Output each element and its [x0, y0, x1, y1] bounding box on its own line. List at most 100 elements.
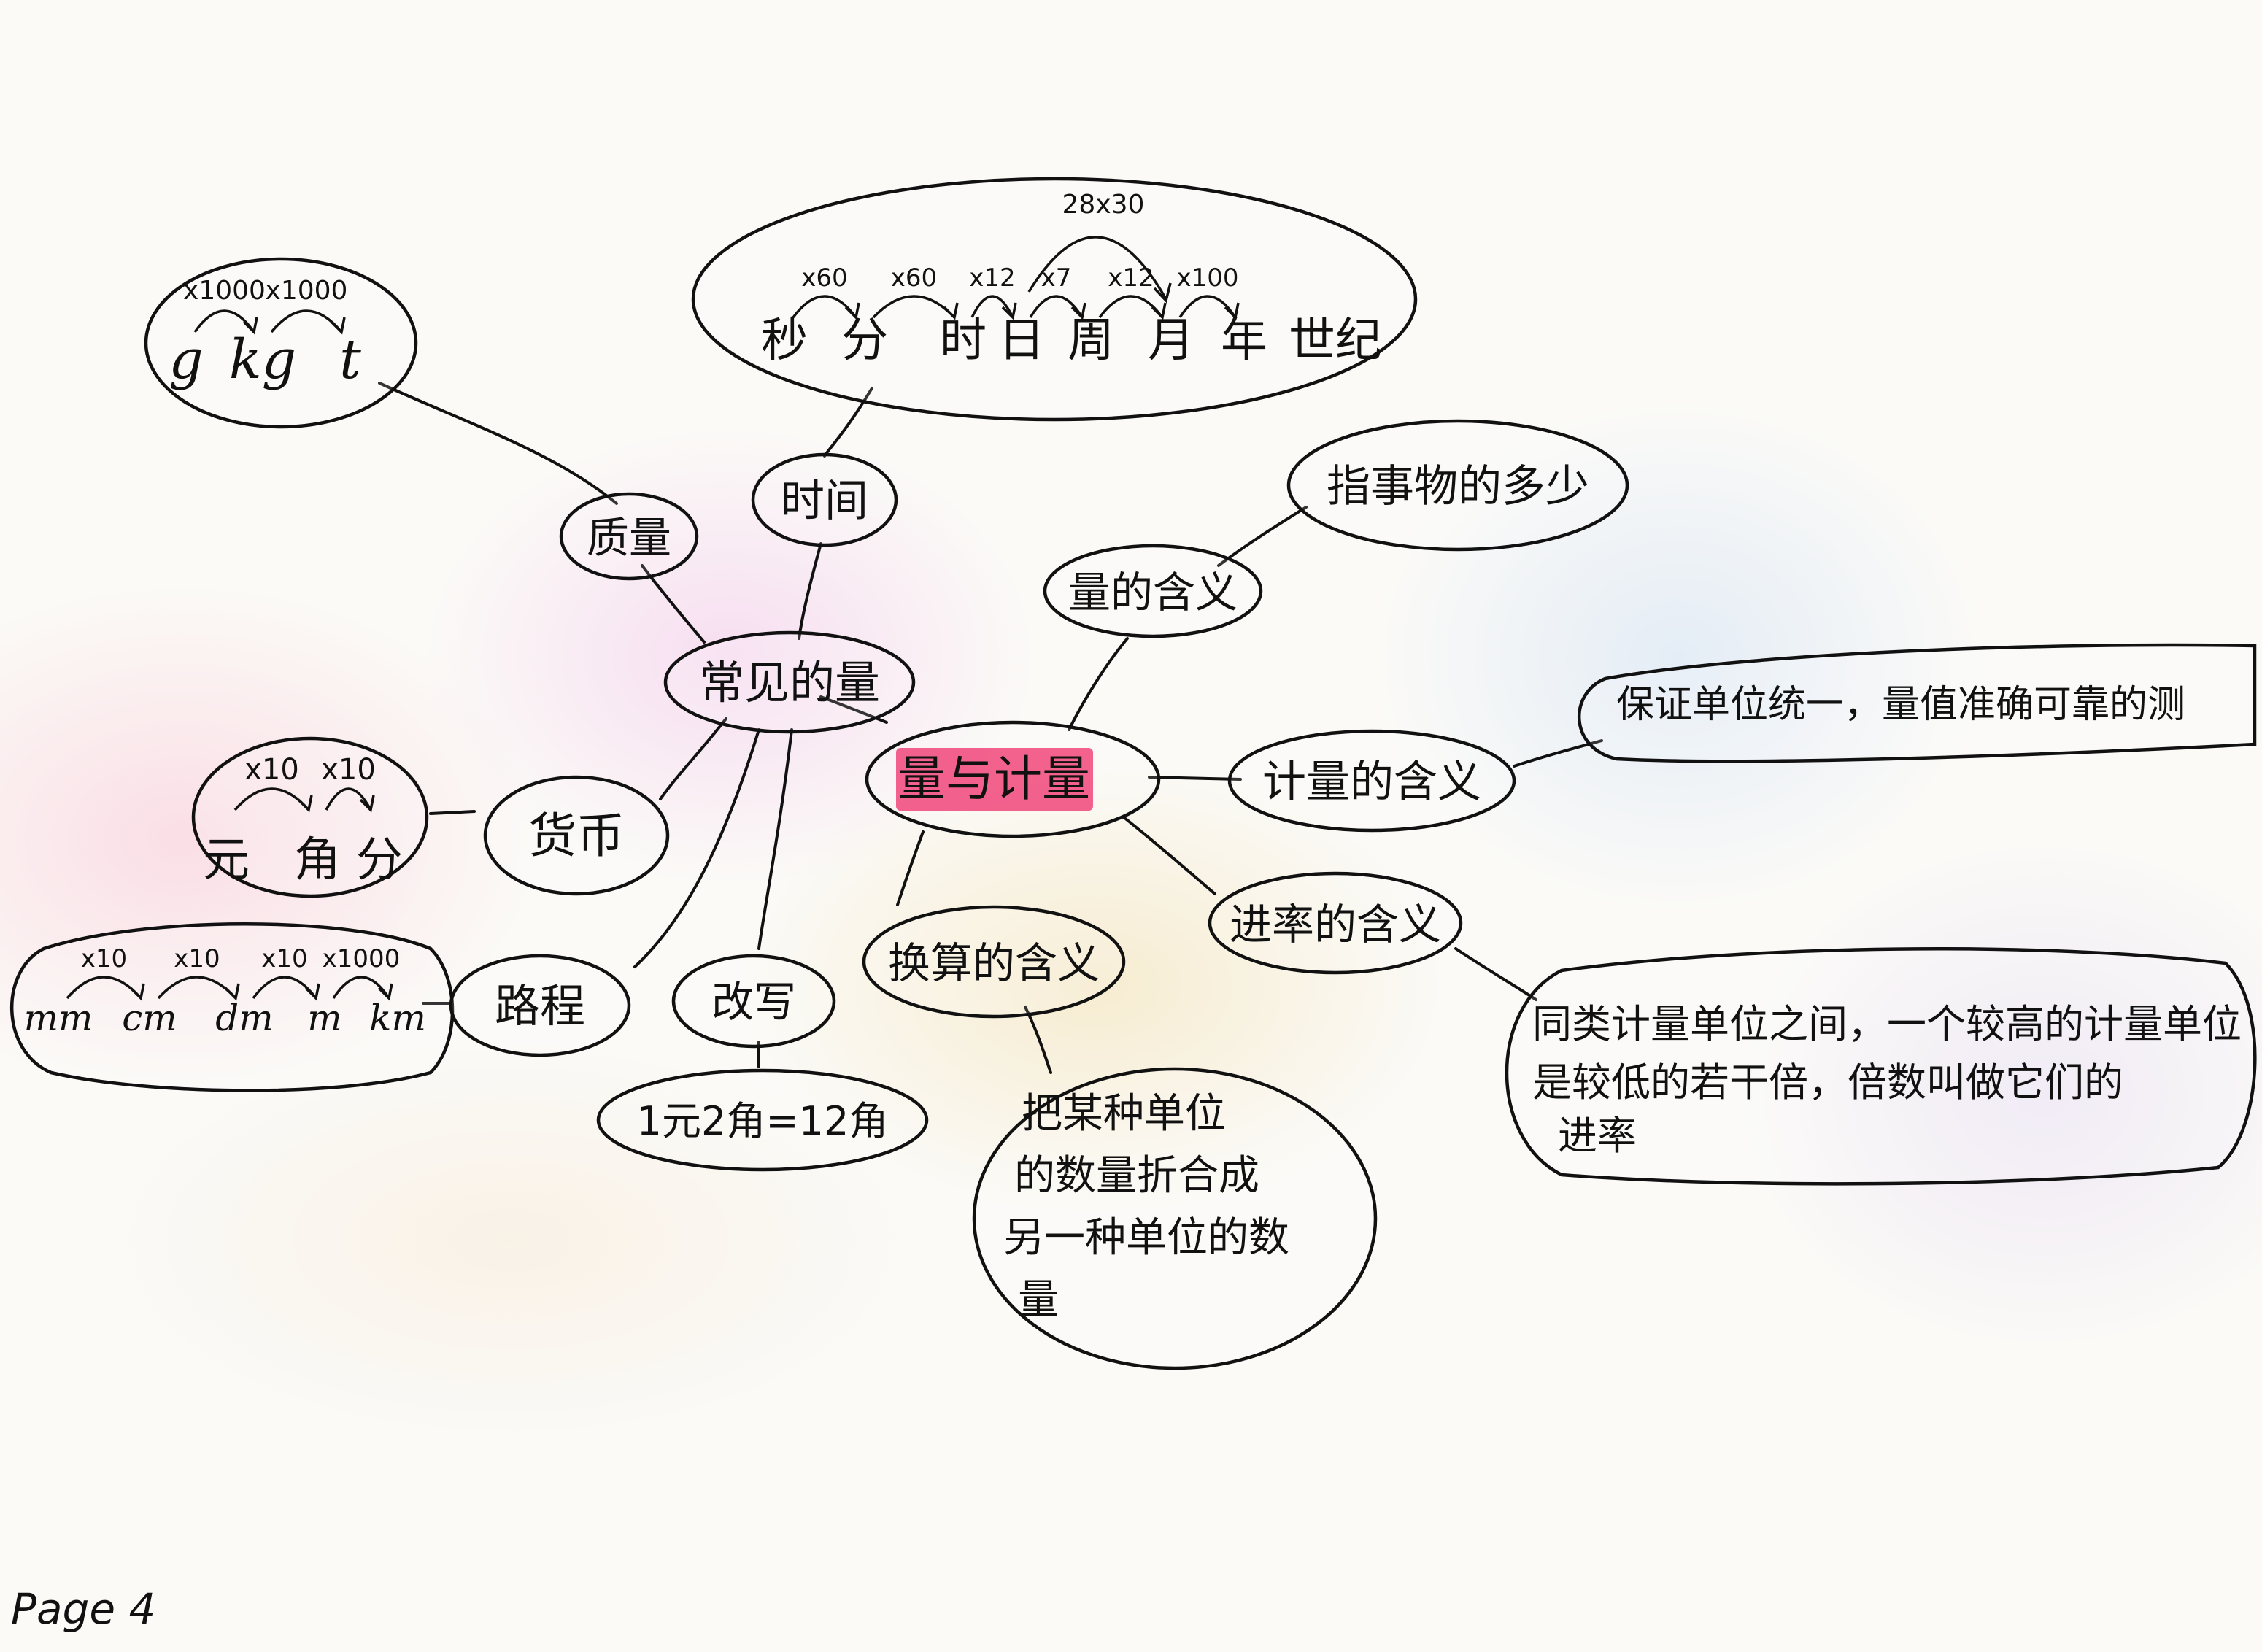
distance-units-bubble — [10, 922, 455, 1092]
time-multiplier-5: x100 — [1176, 263, 1238, 293]
currency-multiplier-1: x10 — [321, 753, 376, 787]
quantity-def-bubble — [1286, 419, 1629, 552]
time-arc-2 — [970, 295, 1014, 318]
time-arrowhead-1 — [943, 302, 959, 320]
mass-unit-2: t — [339, 328, 361, 391]
quantity-meaning-definition: 指事物的多少 — [1327, 461, 1589, 512]
convert-def-line-1: 把某种单位 — [1022, 1090, 1226, 1138]
edge-center-rate — [1122, 816, 1216, 895]
time-unit-0: 秒 — [761, 314, 808, 368]
currency-bubble — [483, 775, 670, 896]
time-arc-3 — [1029, 295, 1084, 318]
convert-meaning-label: 换算的含义 — [888, 938, 1100, 988]
distance-multiplier-1: x10 — [174, 944, 220, 973]
time-unit-2: 时 — [940, 314, 987, 368]
rewrite-example: 1元2角=12角 — [637, 1098, 889, 1144]
time-multiplier-1: x60 — [891, 263, 937, 293]
time-arrowhead-4 — [1151, 302, 1167, 320]
rate-meaning-bubble — [1208, 871, 1463, 975]
time-unit-5: 月 — [1148, 314, 1194, 368]
edge-mass-common — [641, 564, 706, 644]
currency-arrowhead-1 — [359, 795, 375, 813]
time-arrowhead-5 — [1224, 302, 1240, 320]
quantity-meaning-label: 量的含义 — [1068, 568, 1238, 617]
rewrite-example-bubble — [596, 1068, 929, 1172]
currency-unit-0: 元 — [203, 833, 250, 887]
time-multiplier-4: x12 — [1108, 263, 1154, 293]
distance-unit-0: mm — [24, 997, 93, 1039]
time-arrowhead-3 — [1070, 302, 1086, 320]
edge-center-quantity — [1068, 637, 1129, 731]
currency-unit-1: 角 — [294, 833, 341, 887]
measure-meaning-label: 计量的含义 — [1262, 757, 1481, 808]
time-unit-4: 周 — [1068, 314, 1114, 368]
edge-common-currency — [659, 717, 727, 800]
convert-def-line-2: 的数量折合成 — [1014, 1152, 1259, 1200]
time-multiplier-2: x12 — [969, 263, 1015, 293]
mass-units-bubble — [144, 257, 418, 429]
rewrite-label: 改写 — [711, 977, 796, 1027]
distance-arc-3 — [332, 976, 390, 999]
edge-common-rewrite — [757, 728, 793, 950]
currency-units-bubble — [191, 736, 429, 898]
mass-arrowhead-1 — [330, 317, 346, 335]
mass-arrowhead-0 — [242, 317, 258, 335]
convert-def-line-4: 量 — [1018, 1276, 1059, 1324]
distance-multiplier-2: x10 — [261, 944, 307, 973]
distance-bubble — [449, 954, 631, 1057]
time-unit-3: 日 — [998, 314, 1045, 368]
convert-def-bubble — [972, 1067, 1378, 1370]
rate-def-line-1: 同类计量单位之间，一个较高的计量单位 — [1532, 1001, 2242, 1047]
distance-multiplier-3: x1000 — [323, 944, 401, 973]
convert-meaning-bubble — [862, 905, 1126, 1019]
center-label: 量与计量 — [898, 751, 1090, 807]
time-unit-1: 分 — [841, 314, 888, 368]
distance-unit-2: dm — [215, 997, 273, 1039]
convert-def-line-3: 另一种单位的数 — [1003, 1214, 1289, 1262]
mass-multiplier-1: x1000 — [266, 276, 348, 306]
center-highlight — [896, 748, 1093, 811]
mass-unit-1: kg — [229, 328, 296, 391]
currency-arc-1 — [325, 787, 372, 811]
distance-arrowhead-2 — [304, 983, 320, 1001]
rate-def-line-2: 是较低的若干倍，倍数叫做它们的 — [1532, 1059, 2123, 1105]
distance-unit-1: cm — [122, 997, 177, 1039]
page-number: Page 4 — [11, 1584, 155, 1634]
bubbles — [10, 177, 2257, 1370]
measure-meaning-bubble — [1227, 729, 1516, 833]
time-bubble — [751, 452, 898, 547]
edges — [378, 382, 1603, 1074]
rate-def-bubble — [1505, 947, 2257, 1186]
mass-bubble — [559, 492, 699, 581]
distance-arrowhead-1 — [224, 983, 240, 1001]
rewrite-bubble — [671, 954, 836, 1049]
edge-common-center — [819, 695, 888, 724]
edge-convert-def — [1024, 1006, 1052, 1074]
edge-mass-units — [378, 382, 618, 505]
currency-multiplier-0: x10 — [244, 753, 299, 787]
distance-arrowhead-0 — [129, 983, 145, 1001]
time-arrowhead-2 — [1001, 302, 1017, 320]
edge-measure-def — [1513, 739, 1603, 768]
measure-def-bubble — [1578, 643, 2257, 763]
time-arc-5 — [1178, 295, 1237, 318]
edge-quantity-def — [1217, 506, 1308, 567]
currency-label: 货币 — [528, 808, 625, 864]
time-long-arc — [1027, 236, 1167, 300]
edge-time-common — [798, 542, 822, 640]
edge-center-measure — [1148, 776, 1242, 781]
edge-common-distance — [633, 728, 760, 968]
quantity-meaning-bubble — [1043, 544, 1263, 638]
distance-unit-3: m — [307, 997, 341, 1039]
time-unit-7: 世纪 — [1289, 314, 1382, 368]
rate-meaning-label: 进率的含义 — [1230, 900, 1441, 949]
mass-multiplier-0: x1000 — [183, 276, 266, 306]
measure-meaning-definition: 保证单位统一，量值准确可靠的测 — [1616, 683, 2185, 727]
distance-label: 路程 — [495, 979, 585, 1032]
time-units-bubble — [691, 177, 1418, 422]
